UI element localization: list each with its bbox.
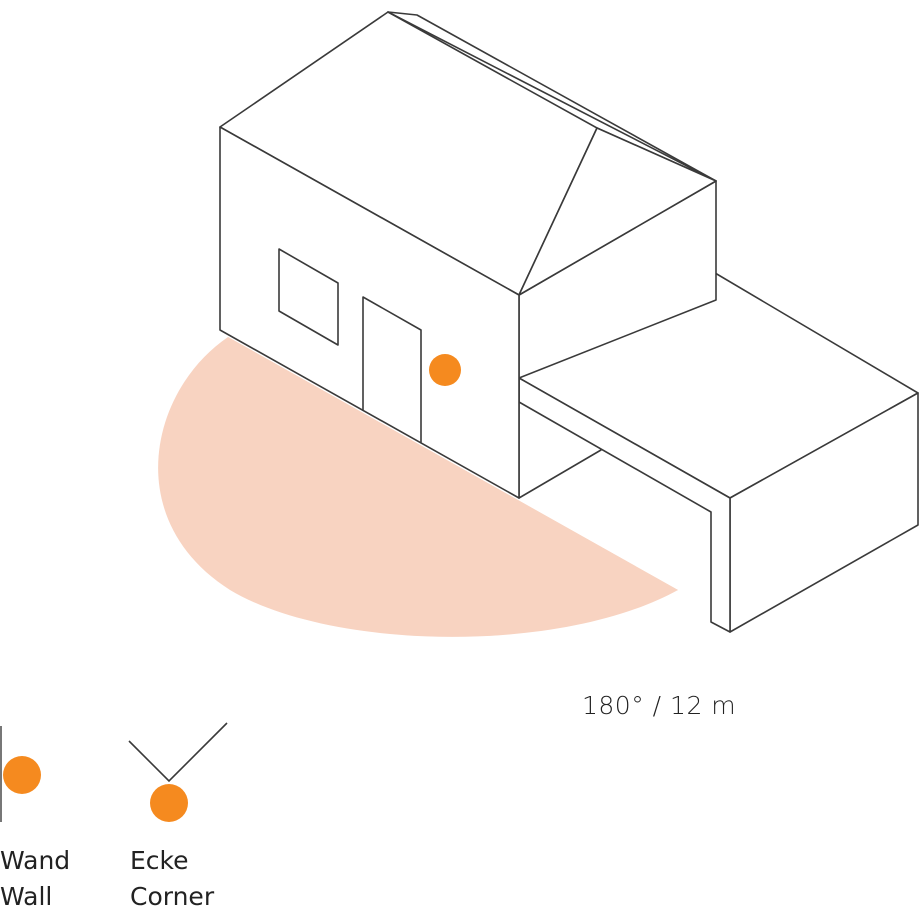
door (362, 296, 422, 443)
roof-ridge-lower (387, 11, 598, 129)
sensor-icon (429, 354, 461, 386)
wall-mount-icon (0, 726, 41, 822)
window (278, 248, 339, 346)
house (219, 11, 717, 499)
coverage-spec-label: 180° / 12 m (582, 691, 737, 720)
legend-wall-label: Wand Wall (0, 843, 70, 915)
corner-mount-icon (128, 722, 228, 822)
house-gable (518, 127, 717, 296)
garage-back-edge (518, 449, 602, 499)
legend-corner-label-en: Corner (130, 882, 215, 911)
legend-wall-label-de: Wand (0, 846, 71, 875)
legend-corner-label: Ecke Corner (130, 843, 214, 915)
house-front-wall (219, 126, 520, 499)
legend-wall-label-en: Wall (0, 882, 53, 911)
legend-corner-label-de: Ecke (130, 846, 189, 875)
coverage-area-arc (158, 337, 679, 637)
roof-ridge (387, 11, 717, 182)
